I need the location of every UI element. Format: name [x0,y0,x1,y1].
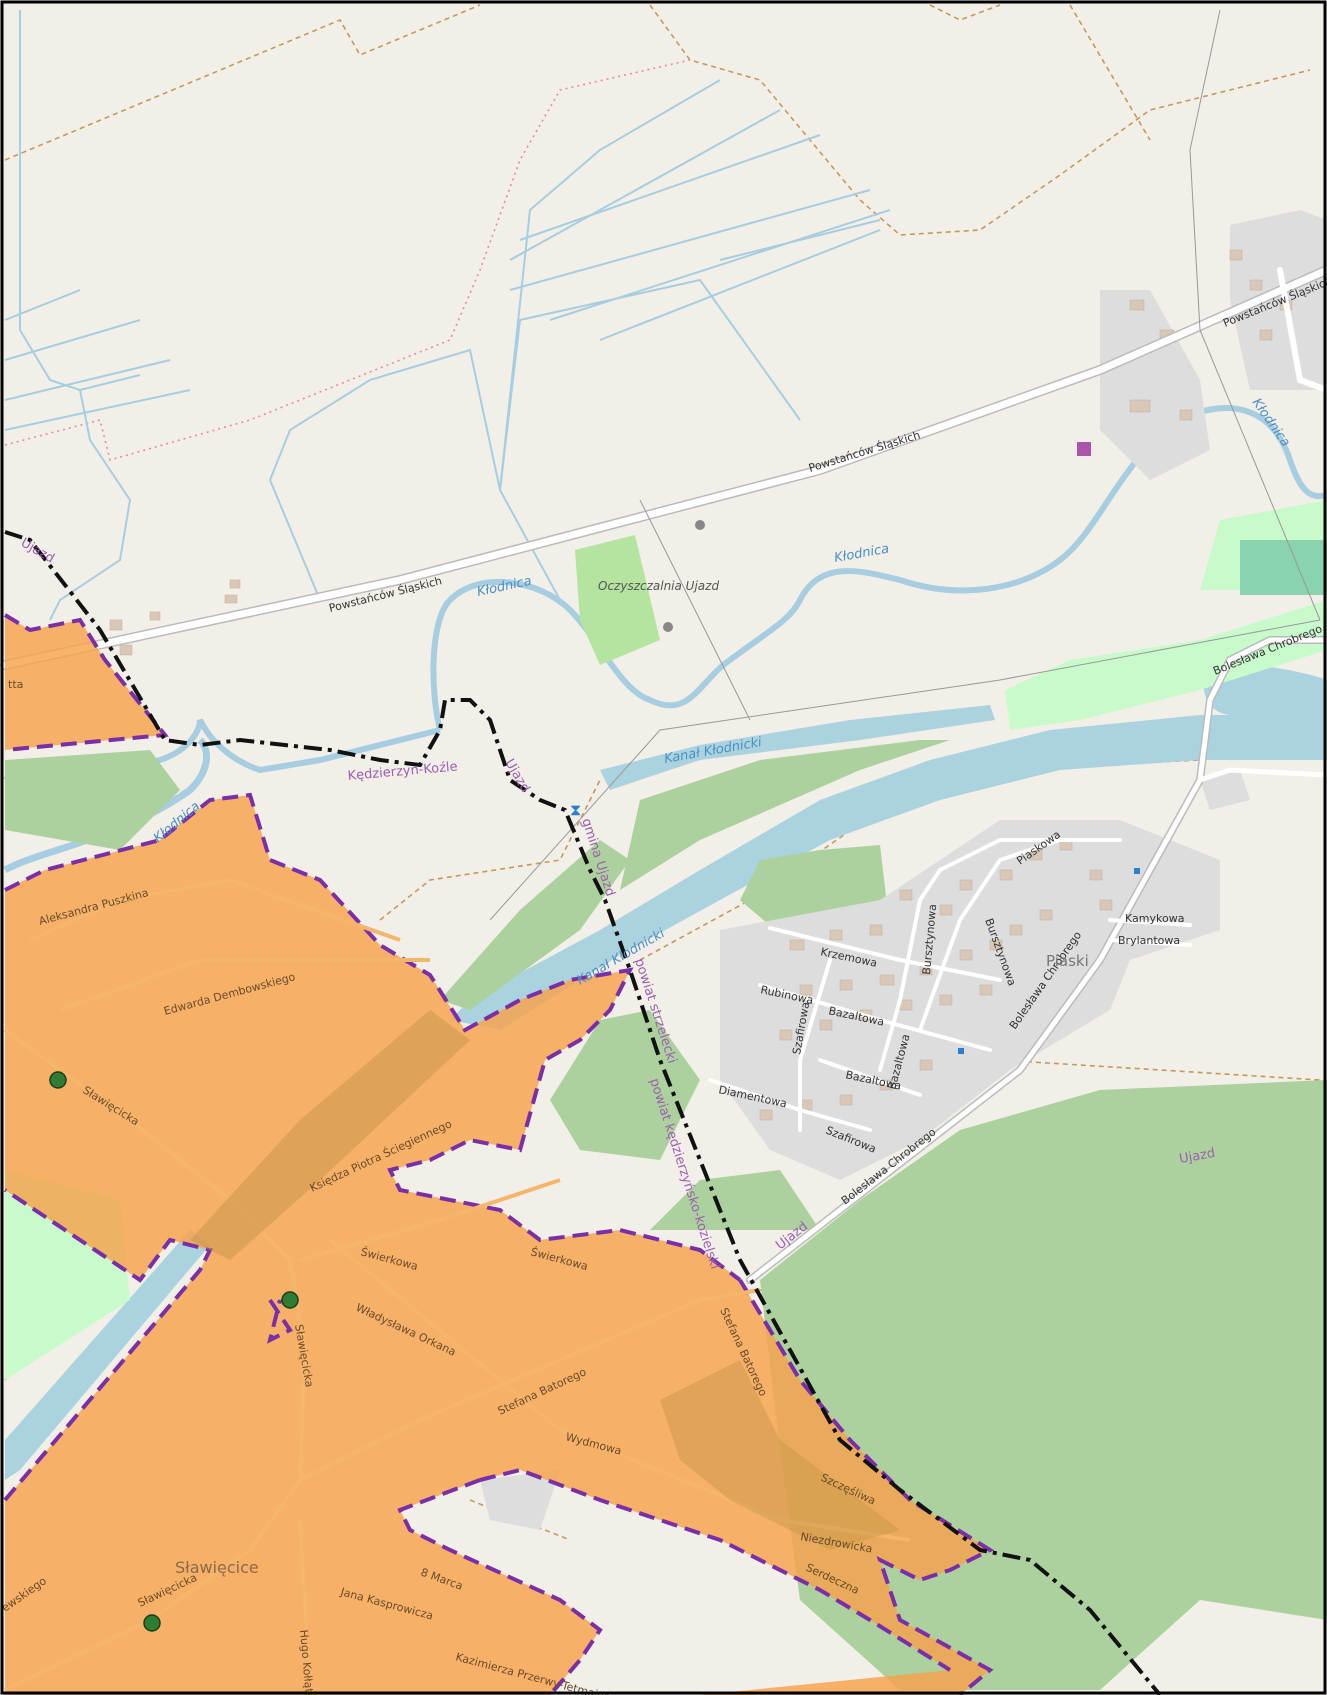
bus-stop-icon-2 [958,1048,964,1054]
sports-pitch [1240,540,1327,595]
power-lines [489,9,1321,921]
roads [0,265,1327,1284]
district-overlay[interactable] [5,615,990,1695]
label-tta: tta [8,678,23,691]
label-bursztynowa-1: Bursztynowa [920,904,939,976]
lock-icon: ⧗ [570,800,581,819]
markers[interactable] [49,1071,299,1632]
poi-icon-2 [663,622,673,632]
marker-2[interactable] [281,1291,299,1309]
district-border [3,613,995,1695]
label-slawiecice: Sławięcice [175,1558,259,1577]
overlay-roads [3,877,911,1695]
canal-southwest [5,1230,210,1480]
label-brylantowa: Brylantowa [1118,934,1180,947]
admin-boundary [4,530,1162,1695]
label-ujazd-3: Ujazd [1178,1146,1216,1167]
label-piaski: Piaski [1046,952,1089,970]
label-oczyszczalnia: Oczyszczalnia Ujazd [598,579,719,593]
harbor [1203,663,1327,730]
poi-icon [695,520,705,530]
marker-3[interactable] [143,1614,161,1632]
bus-stop-icon [1134,868,1140,874]
residential-areas [480,210,1327,1530]
shop-icon [1077,442,1091,456]
kanal-branch [600,705,995,790]
treatment-plant-grass [575,535,660,665]
label-kamykowa: Kamykowa [1125,912,1184,925]
industrial-area [660,1360,900,1550]
industrial-band [190,1010,470,1260]
label-hugo: Hugo Kołłątaja [297,1629,317,1695]
marker-1[interactable] [49,1071,67,1089]
